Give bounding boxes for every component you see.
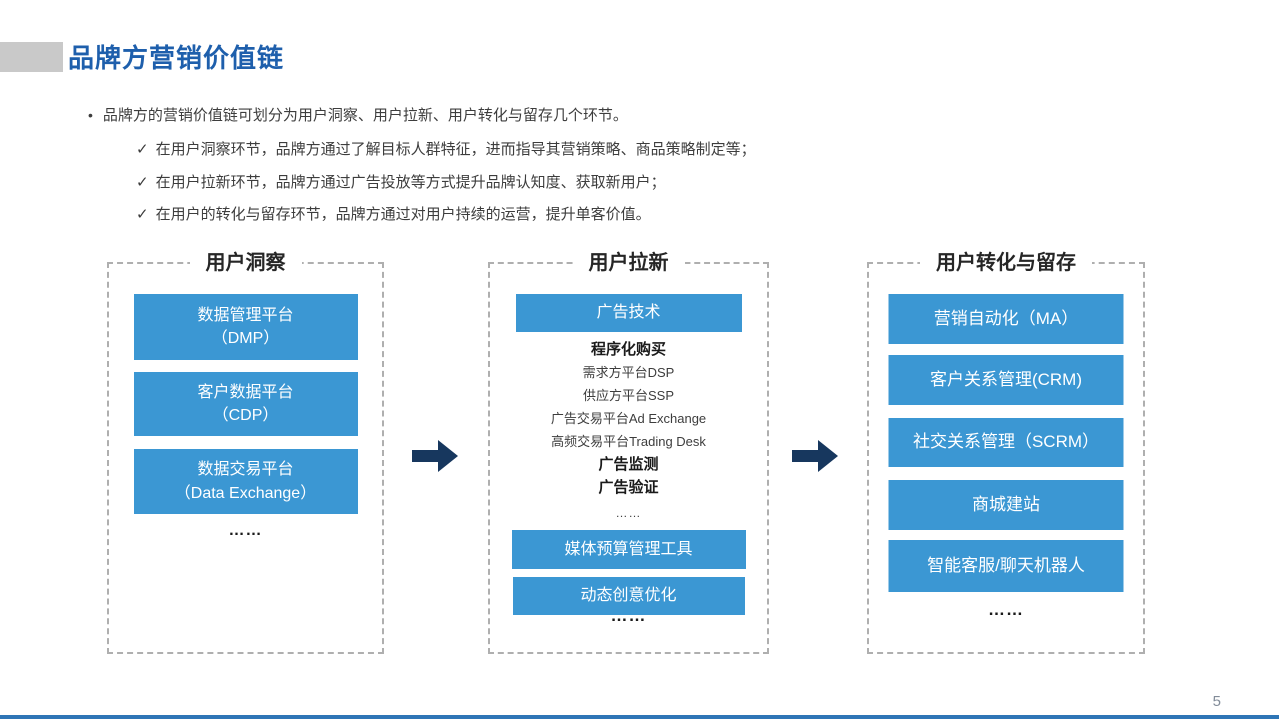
list-item-ad-monitoring: 广告监测 [598,456,659,473]
column-user-insight: 用户洞察 数据管理平台 （DMP） 客户数据平台 （CDP） 数据交易平台 （D… [107,248,384,654]
box-media-budget-tool: 媒体预算管理工具 [511,530,746,569]
right-arrow-icon [412,440,458,472]
list-item-ssp: 供应方平台SSP [582,388,674,403]
box-scrm: 社交关系管理（SCRM） [888,418,1124,467]
box-mall-site: 商城建站 [888,480,1124,530]
title-accent-block [0,42,63,72]
list-item-ad-verification: 广告验证 [598,479,659,496]
box-chatbot: 智能客服/聊天机器人 [888,540,1124,592]
column-user-acquisition: 用户拉新 广告技术 程序化购买 需求方平台DSP 供应方平台SSP 广告交易平台… [488,248,769,654]
bullet-check-2-text: 在用户拉新环节，品牌方通过广告投放等方式提升品牌认知度、获取新用户； [155,174,666,191]
page-title: 品牌方营销价值链 [68,43,285,73]
column-conversion-retention-title: 用户转化与留存 [920,248,1092,278]
ellipsis-ad-tech: …… [615,506,642,520]
check-icon: ✓ [136,141,149,158]
bullet-check-2: ✓ 在用户拉新环节，品牌方通过广告投放等方式提升品牌认知度、获取新用户； [136,171,1186,192]
check-icon: ✓ [136,174,149,191]
list-item-dsp: 需求方平台DSP [582,365,675,380]
ellipsis-conversion-retention: …… [988,600,1024,619]
column-user-acquisition-title: 用户拉新 [572,248,685,278]
box-ma: 营销自动化（MA） [888,294,1124,344]
box-dmp: 数据管理平台 （DMP） [133,294,358,360]
bullet-check-3-text: 在用户的转化与留存环节，品牌方通过对用户持续的运营，提升单客价值。 [155,206,651,223]
bullet-main-text: 品牌方的营销价值链可划分为用户洞察、用户拉新、用户转化与留存几个环节。 [102,107,628,124]
bullet-check-1-text: 在用户洞察环节，品牌方通过了解目标人群特征，进而指导其营销策略、商品策略制定等； [155,141,756,158]
column-conversion-retention: 用户转化与留存 营销自动化（MA） 客户关系管理(CRM) 社交关系管理（SCR… [867,248,1145,654]
page-number: 5 [1212,693,1221,710]
ellipsis-user-acquisition: …… [610,606,647,625]
list-item-ad-exchange: 广告交易平台Ad Exchange [550,411,707,426]
ad-tech-list: 程序化购买 需求方平台DSP 供应方平台SSP 广告交易平台Ad Exchang… [490,338,767,527]
bullet-main: • 品牌方的营销价值链可划分为用户洞察、用户拉新、用户转化与留存几个环节。 [88,104,1188,125]
bottom-accent-bar [0,715,1279,719]
box-crm: 客户关系管理(CRM) [888,355,1124,405]
list-item-trading-desk: 高频交易平台Trading Desk [551,434,706,449]
bullet-icon: • [88,107,93,123]
box-ad-tech: 广告技术 [515,294,742,332]
check-icon: ✓ [136,206,149,223]
column-user-insight-title: 用户洞察 [189,248,302,278]
bullet-check-1: ✓ 在用户洞察环节，品牌方通过了解目标人群特征，进而指导其营销策略、商品策略制定等… [136,138,1186,159]
right-arrow-icon [792,440,838,472]
list-item-programmatic: 程序化购买 [590,341,666,358]
box-data-exchange: 数据交易平台 （Data Exchange） [133,449,358,514]
ellipsis-user-insight: …… [228,522,263,539]
box-dynamic-creative: 动态创意优化 [512,577,745,615]
box-cdp: 客户数据平台 （CDP） [133,372,358,436]
bullet-check-3: ✓ 在用户的转化与留存环节，品牌方通过对用户持续的运营，提升单客价值。 [136,203,1186,224]
